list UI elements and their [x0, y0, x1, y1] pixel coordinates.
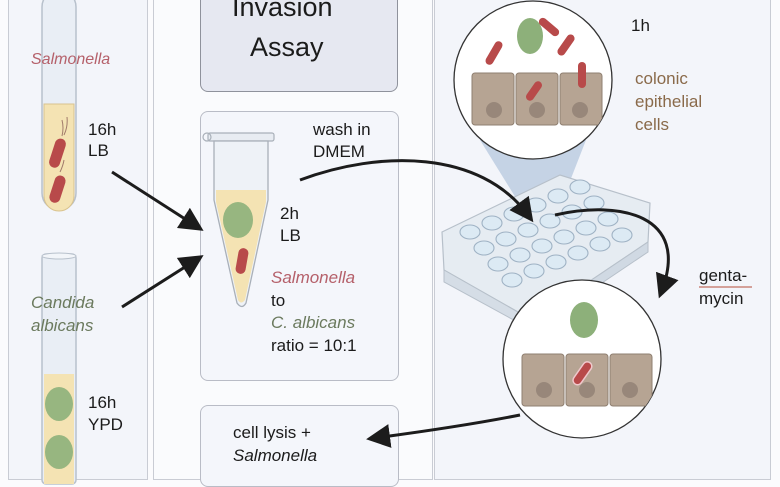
gentamycin-line2: mycin — [699, 289, 744, 308]
salmonella-tube-icon — [41, 0, 77, 212]
coculture-tube-icon — [202, 132, 275, 308]
candida-label-line2: albicans — [31, 316, 94, 335]
title-box — [200, 0, 398, 92]
well — [523, 263, 545, 279]
well — [501, 272, 523, 288]
title-line2: Assay — [250, 32, 324, 62]
coculture-time: 2h — [280, 204, 299, 223]
diagram-graphics — [41, 0, 752, 485]
well — [509, 247, 531, 263]
candida-tube-icon — [41, 252, 77, 485]
infection-time: 1h — [631, 16, 650, 35]
well — [567, 245, 589, 261]
arrow-salmonella-to-coculture — [111, 170, 204, 231]
ratio-value: ratio = 10:1 — [271, 336, 357, 355]
well — [545, 254, 567, 270]
well — [481, 215, 503, 231]
well — [547, 188, 569, 204]
infection-circle — [453, 0, 613, 160]
candida-medium: YPD — [88, 415, 123, 434]
well — [575, 220, 597, 236]
ratio-candida: C. albicans — [271, 313, 356, 332]
coculture-medium: LB — [280, 226, 301, 245]
candida-label-line1: Candida — [31, 293, 95, 312]
salmonella-bacterium-icon — [49, 116, 68, 203]
salmonella-time: 16h — [88, 120, 117, 139]
arrow-candida-to-coculture — [121, 255, 204, 309]
salmonella-medium: LB — [88, 141, 109, 160]
well — [589, 236, 611, 252]
well — [553, 229, 575, 245]
cells-label-line2: epithelial — [635, 92, 703, 111]
cells-label-line3: cells — [635, 115, 670, 134]
arrow-to-lysis — [366, 413, 521, 448]
well — [525, 197, 547, 213]
well — [611, 227, 633, 243]
cells-label-line1: colonic — [635, 69, 688, 88]
gentamycin-line1: genta- — [699, 266, 748, 285]
well — [517, 222, 539, 238]
arrow-plate-to-gentamycin — [554, 208, 679, 299]
lysis-line1: cell lysis + — [233, 423, 311, 442]
well — [531, 238, 553, 254]
well — [503, 206, 525, 222]
wash-label-line1: wash in — [313, 120, 371, 139]
well — [495, 231, 517, 247]
ratio-salmonella: Salmonella — [271, 268, 356, 287]
wash-label-line2: DMEM — [313, 142, 365, 161]
well — [569, 179, 591, 195]
lysis-line2: Salmonella — [233, 446, 318, 465]
arrow-wash-to-plate — [299, 159, 534, 223]
well — [459, 224, 481, 240]
epithelial-cell-icon — [471, 72, 515, 126]
well — [487, 256, 509, 272]
candida-time: 16h — [88, 393, 117, 412]
well — [597, 211, 619, 227]
salmonella-label: Salmonella — [31, 51, 111, 68]
candida-yeast-icon — [45, 387, 73, 421]
well — [583, 195, 605, 211]
ratio-to: to — [271, 291, 286, 310]
panel-cultures — [8, 0, 148, 480]
gentamycin-circle — [502, 279, 662, 439]
well — [539, 213, 561, 229]
well — [473, 240, 495, 256]
title-line1: Invasion — [232, 0, 333, 22]
